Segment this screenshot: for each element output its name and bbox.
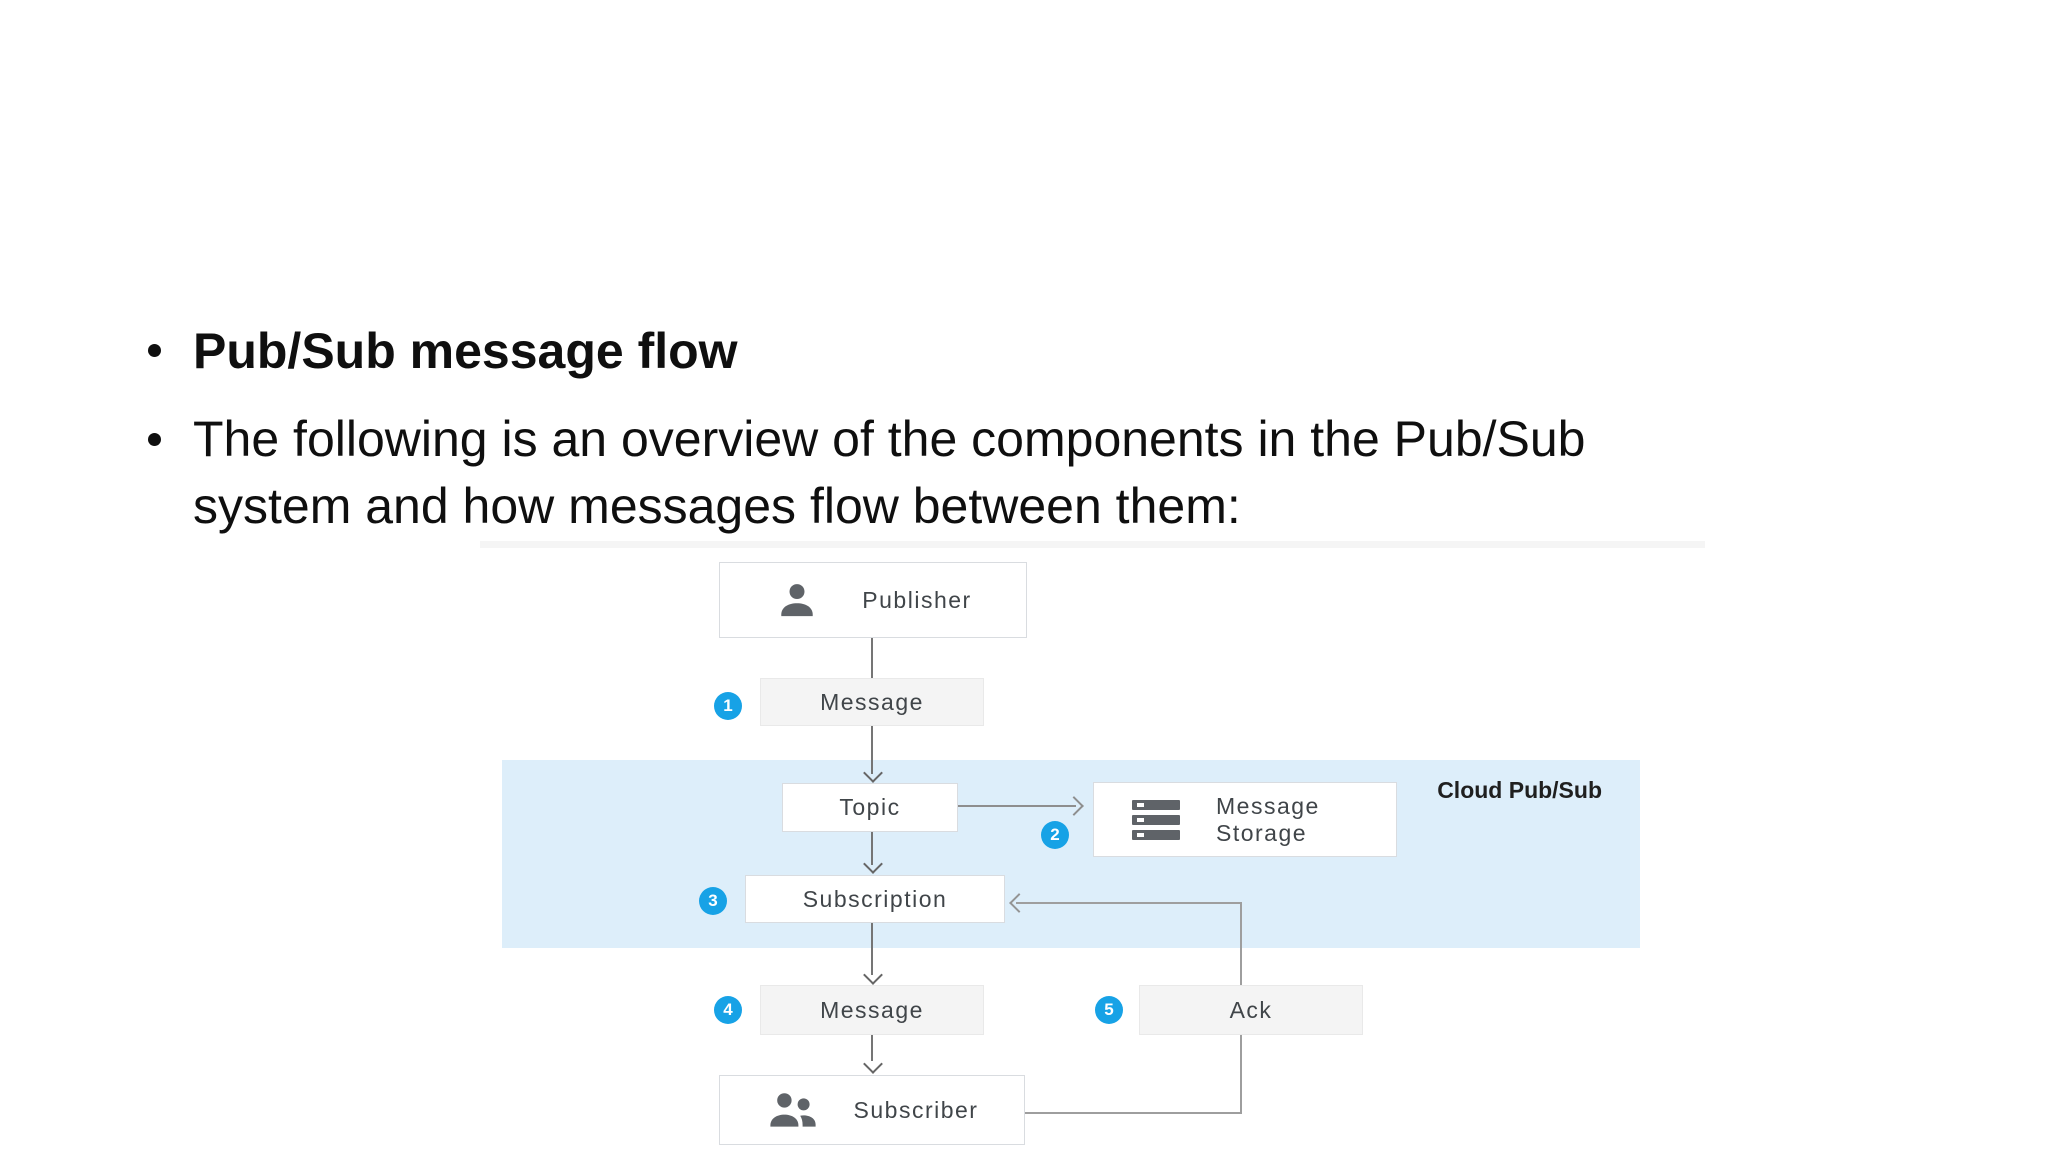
- node-label: Subscription: [802, 885, 948, 912]
- step-badge-1: 1: [714, 692, 742, 720]
- connector-line: [871, 1035, 873, 1061]
- cloud-pubsub-region-label: Cloud Pub/Sub: [1437, 777, 1602, 803]
- slide-title: Pub/Sub message flow: [193, 323, 738, 379]
- node-label: Message Storage: [1216, 793, 1320, 847]
- connector-line: [871, 638, 873, 678]
- connector-line: [871, 832, 873, 865]
- connector-line: [871, 726, 873, 774]
- body-bullet: The following is an overview of the comp…: [148, 406, 1585, 540]
- diagram-top-divider: [480, 541, 1705, 548]
- step-badge-2: 2: [1041, 821, 1069, 849]
- node-label: Topic: [839, 794, 901, 820]
- arrowhead-down-icon: [863, 965, 883, 985]
- connector-line: [871, 923, 873, 975]
- subscription-node: Subscription: [745, 875, 1005, 923]
- publisher-node: Publisher: [719, 562, 1027, 638]
- body-text: The following is an overview of the comp…: [193, 406, 1585, 540]
- person-icon: [774, 577, 820, 623]
- title-bullet: Pub/Sub message flow: [148, 320, 738, 382]
- step-badge-3: 3: [699, 887, 727, 915]
- step-badge-5: 5: [1095, 996, 1123, 1024]
- node-label: Ack: [1229, 996, 1273, 1023]
- connector-line: [1016, 902, 1242, 904]
- connector-line: [1025, 1112, 1242, 1114]
- node-label: Message: [820, 996, 924, 1023]
- cloud-pubsub-region: [502, 760, 1640, 948]
- step-badge-4: 4: [714, 996, 742, 1024]
- message-storage-node: Message Storage: [1093, 782, 1397, 857]
- subscriber-node: Subscriber: [719, 1075, 1025, 1145]
- message-node-2: Message: [760, 985, 984, 1035]
- message-node-1: Message: [760, 678, 984, 726]
- node-label-line-2: Storage: [1216, 819, 1308, 846]
- arrowhead-down-icon: [863, 1054, 883, 1074]
- topic-node: Topic: [782, 783, 958, 832]
- bullet-dot: [148, 344, 161, 357]
- body-line-2: system and how messages flow between the…: [193, 478, 1241, 534]
- storage-icon: [1132, 799, 1180, 840]
- connector-line: [958, 805, 1076, 807]
- bullet-dot: [148, 433, 161, 446]
- people-icon: [766, 1088, 820, 1132]
- body-line-1: The following is an overview of the comp…: [193, 411, 1586, 467]
- node-label: Publisher: [862, 586, 972, 613]
- ack-node: Ack: [1139, 985, 1363, 1035]
- node-label: Message: [820, 688, 924, 715]
- node-label: Subscriber: [853, 1096, 979, 1123]
- node-label-line-1: Message: [1216, 792, 1320, 819]
